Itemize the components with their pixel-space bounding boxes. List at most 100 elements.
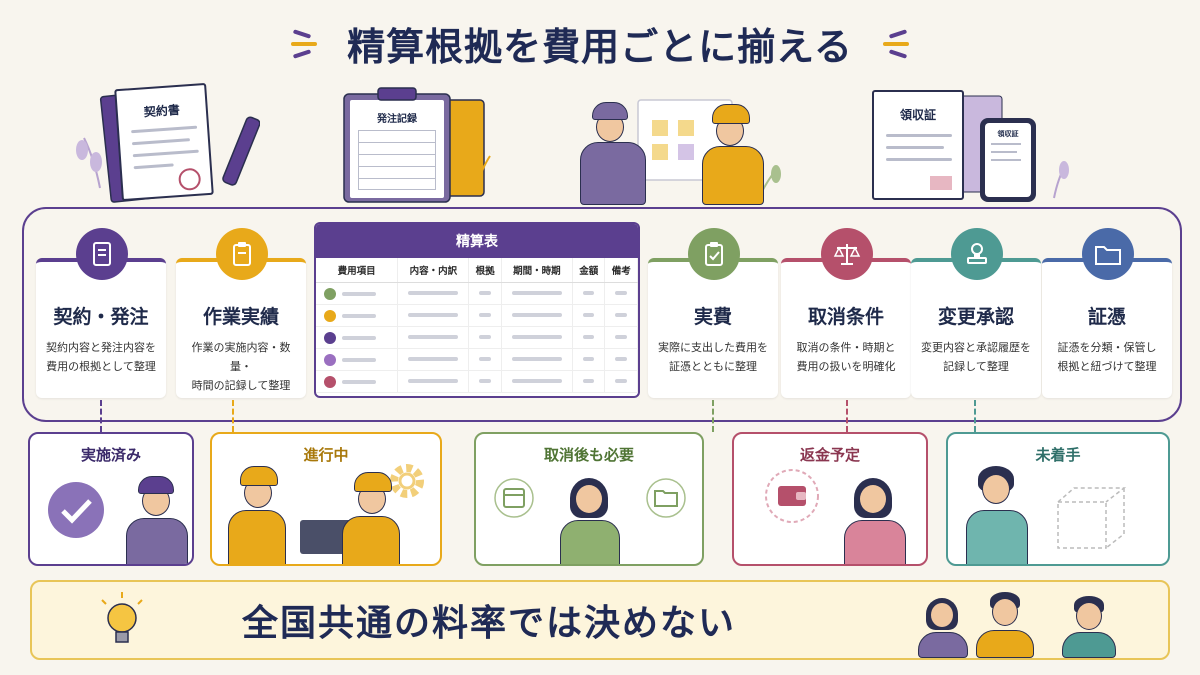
folder-icon (646, 478, 686, 518)
clipboard-edit-icon (216, 228, 268, 280)
table-cell (501, 370, 573, 393)
table-header: 費用項目 (316, 258, 399, 283)
check-icon (324, 376, 336, 388)
status-card-in-progress: 進行中 (210, 432, 442, 566)
title-deco-left (291, 28, 321, 59)
gear-icon (390, 464, 424, 498)
status-label: 取消後も必要 (543, 446, 634, 464)
table-cell (604, 370, 638, 393)
pen-icon (222, 116, 260, 186)
table-cell (316, 348, 399, 371)
table-cell (468, 370, 502, 393)
table-header: 金額 (572, 258, 606, 283)
category-card-contract: 契約・発注 契約内容と発注内容を費用の根拠として整理 (36, 228, 166, 398)
worker-purple-figure (580, 98, 650, 205)
table-cell (316, 370, 399, 393)
woman-thinking-figure (558, 474, 622, 564)
man-figure (976, 592, 1036, 658)
category-card-cancellation: 取消条件 取消の条件・時期と費用の扱いを明確化 (781, 228, 911, 398)
footer-banner: 全国共通の料率では決めない (30, 580, 1170, 660)
table-row (316, 282, 638, 305)
worker-yellow-figure (700, 100, 766, 205)
status-label: 返金予定 (799, 446, 860, 464)
status-card-refund-planned: 返金予定 (732, 432, 928, 566)
table-cell (604, 348, 638, 371)
table-header: 期間・時期 (501, 258, 573, 283)
category-desc-line: 費用の根拠として整理 (46, 360, 156, 373)
stamp-icon (951, 228, 1003, 280)
table-row (316, 304, 638, 327)
main-frame (22, 207, 1182, 422)
status-label: 実施済み (80, 446, 141, 464)
category-name: 契約・発注 (53, 306, 149, 328)
check-icon (324, 310, 336, 322)
table-cell (604, 282, 638, 305)
title-deco-right (879, 28, 909, 59)
page-title: 精算根拠を費用ごとに揃える (347, 24, 853, 69)
settlement-table-grid: 費用項目 内容・内訳 根拠 期間・時期 金額 備考 (316, 258, 638, 393)
woman-figure (918, 598, 970, 658)
settlement-table: 精算表 費用項目 内容・内訳 根拠 期間・時期 金額 備考 (314, 222, 640, 398)
man-arms-crossed-figure (964, 464, 1030, 564)
document-icon (76, 228, 128, 280)
category-card-actual-cost: 実費 実際に支出した費用を証憑とともに整理 (648, 228, 778, 398)
folder-icon (1082, 228, 1134, 280)
table-cell (316, 326, 399, 349)
category-desc-line: 実際に支出した費用を (658, 341, 768, 354)
connector-line (100, 400, 102, 432)
connector-line (712, 400, 714, 432)
man-pointing-figure (1062, 596, 1118, 658)
lightbulb-icon (101, 592, 143, 643)
woman-explaining-figure (842, 474, 908, 564)
category-desc-line: 費用の扱いを明確化 (796, 360, 896, 373)
table-cell (468, 348, 502, 371)
table-cell (316, 282, 399, 305)
workers-board-illustration (570, 90, 800, 205)
table-row (316, 326, 638, 349)
connector-line (846, 400, 848, 432)
table-header: 根拠 (468, 258, 502, 283)
category-name: 変更承認 (937, 306, 1014, 328)
category-name: 取消条件 (807, 306, 884, 328)
worker-laptop-figure (228, 464, 288, 564)
category-desc-line: 契約内容と発注内容を (46, 341, 156, 354)
table-cell (397, 304, 470, 327)
check-icon (324, 332, 336, 344)
table-cell (501, 326, 573, 349)
calendar-icon (494, 478, 534, 518)
table-cell (572, 348, 606, 371)
table-row (316, 370, 638, 393)
clipboard-check-icon (688, 228, 740, 280)
status-card-not-started: 未着手 (946, 432, 1170, 566)
table-cell (572, 304, 606, 327)
category-card-evidence: 証憑 証憑を分類・保管し根拠と紐づけて整理 (1042, 228, 1172, 398)
table-cell (397, 326, 470, 349)
category-desc-line: 証憑とともに整理 (669, 360, 757, 373)
worker-thumbs-up-figure (126, 474, 190, 564)
table-row (316, 348, 638, 371)
table-cell (501, 304, 573, 327)
status-card-done: 実施済み (28, 432, 194, 566)
receipt-illustration: 領収証 領収証 (868, 86, 1078, 206)
category-card-change-approval: 変更承認 変更内容と承認履歴を記録して整理 (911, 228, 1041, 398)
table-cell (397, 370, 470, 393)
status-label: 未着手 (1035, 446, 1081, 464)
contract-illustration: 契約書 (70, 78, 270, 203)
table-cell (572, 370, 606, 393)
empty-box-icon (1057, 487, 1127, 549)
receipt-doc-title: 領収証 (899, 108, 936, 122)
table-cell (501, 282, 573, 305)
table-cell (397, 282, 470, 305)
table-cell (468, 304, 502, 327)
table-cell (468, 326, 502, 349)
table-header: 内容・内訳 (397, 258, 470, 283)
table-cell (572, 326, 606, 349)
category-card-work: 作業実績 作業の実施内容・数量・時間の記録して整理 (176, 228, 306, 398)
order-record-title: 発注記録 (377, 114, 417, 125)
connector-line (232, 400, 234, 432)
table-cell (604, 326, 638, 349)
table-cell (604, 304, 638, 327)
wallet-icon (765, 469, 819, 523)
category-desc-line: 作業の実施内容・数量・ (191, 341, 291, 373)
category-desc-line: 根拠と紐づけて整理 (1057, 360, 1157, 373)
